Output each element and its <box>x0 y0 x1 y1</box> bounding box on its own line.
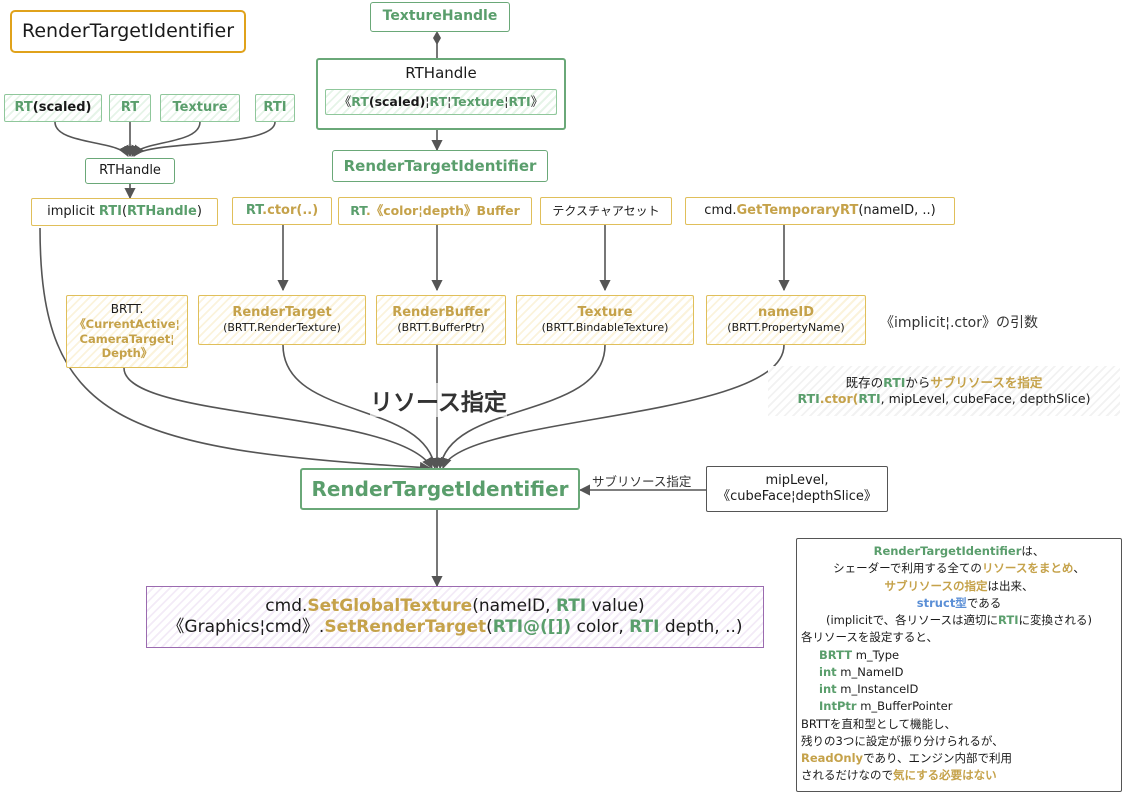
node-mip-params[interactable]: mipLevel, 《cubeFace¦depthSlice》 <box>706 466 888 512</box>
node-rthandle-left[interactable]: RTHandle <box>85 158 175 184</box>
rthandle-top-content: 《RT(scaled)¦RT¦Texture¦RTI》 <box>325 88 557 115</box>
node-texture[interactable]: Texture <box>160 94 240 122</box>
node-brtt-current[interactable]: BRTT. 《CurrentActive¦ CameraTarget¦ Dept… <box>66 295 188 368</box>
args-label: 《implicit¦.ctor》の引数 <box>880 315 1038 331</box>
title-box: RenderTargetIdentifier <box>10 10 246 53</box>
diamond-head <box>433 31 441 45</box>
node-texture-brtt[interactable]: Texture (BRTT.BindableTexture) <box>516 295 694 345</box>
node-rti[interactable]: RTI <box>255 94 295 122</box>
node-implicit-rti[interactable]: implicit RTI(RTHandle) <box>31 198 218 226</box>
node-texture-handle[interactable]: TextureHandle <box>370 2 510 32</box>
title-text: RenderTargetIdentifier <box>21 19 234 42</box>
node-cmd-temporary[interactable]: cmd.GetTemporaryRT(nameID, ..) <box>685 197 955 225</box>
node-cmd-set[interactable]: cmd.SetGlobalTexture(nameID, RTI value) … <box>146 586 764 648</box>
node-rti-main[interactable]: RenderTargetIdentifier <box>300 468 580 510</box>
subresource-edge-label: サブリソース指定 <box>592 474 692 489</box>
subresource-note: 既存のRTIからサブリソースを指定 RTI.ctor(RTI, mipLevel… <box>768 366 1120 416</box>
node-nameid[interactable]: nameID (BRTT.PropertyName) <box>706 295 866 345</box>
node-rt[interactable]: RT <box>109 94 151 122</box>
node-rt-buffer[interactable]: RT.《color¦depth》Buffer <box>338 197 532 225</box>
node-rthandle-top[interactable]: RTHandle 《RT(scaled)¦RT¦Texture¦RTI》 <box>316 58 566 130</box>
node-texture-set[interactable]: テクスチャアセット <box>540 197 672 225</box>
node-rt-scaled[interactable]: RT(scaled) <box>4 94 102 122</box>
notes-box: RenderTargetIdentifierは、 シェーダーで利用する全てのリソ… <box>796 538 1122 792</box>
edge-rt-scaled-rthandle <box>54 121 129 158</box>
edge-rti-rthandle <box>133 121 276 157</box>
node-rt-ctor[interactable]: RT.ctor(..) <box>232 197 332 225</box>
edge-texture-rthandle <box>131 121 201 158</box>
resource-label: リソース指定 <box>370 383 507 417</box>
node-renderbuffer[interactable]: RenderBuffer (BRTT.BufferPtr) <box>376 295 506 345</box>
node-rti-mid[interactable]: RenderTargetIdentifier <box>332 150 548 182</box>
node-rendertarget[interactable]: RenderTarget (BRTT.RenderTexture) <box>198 295 366 345</box>
